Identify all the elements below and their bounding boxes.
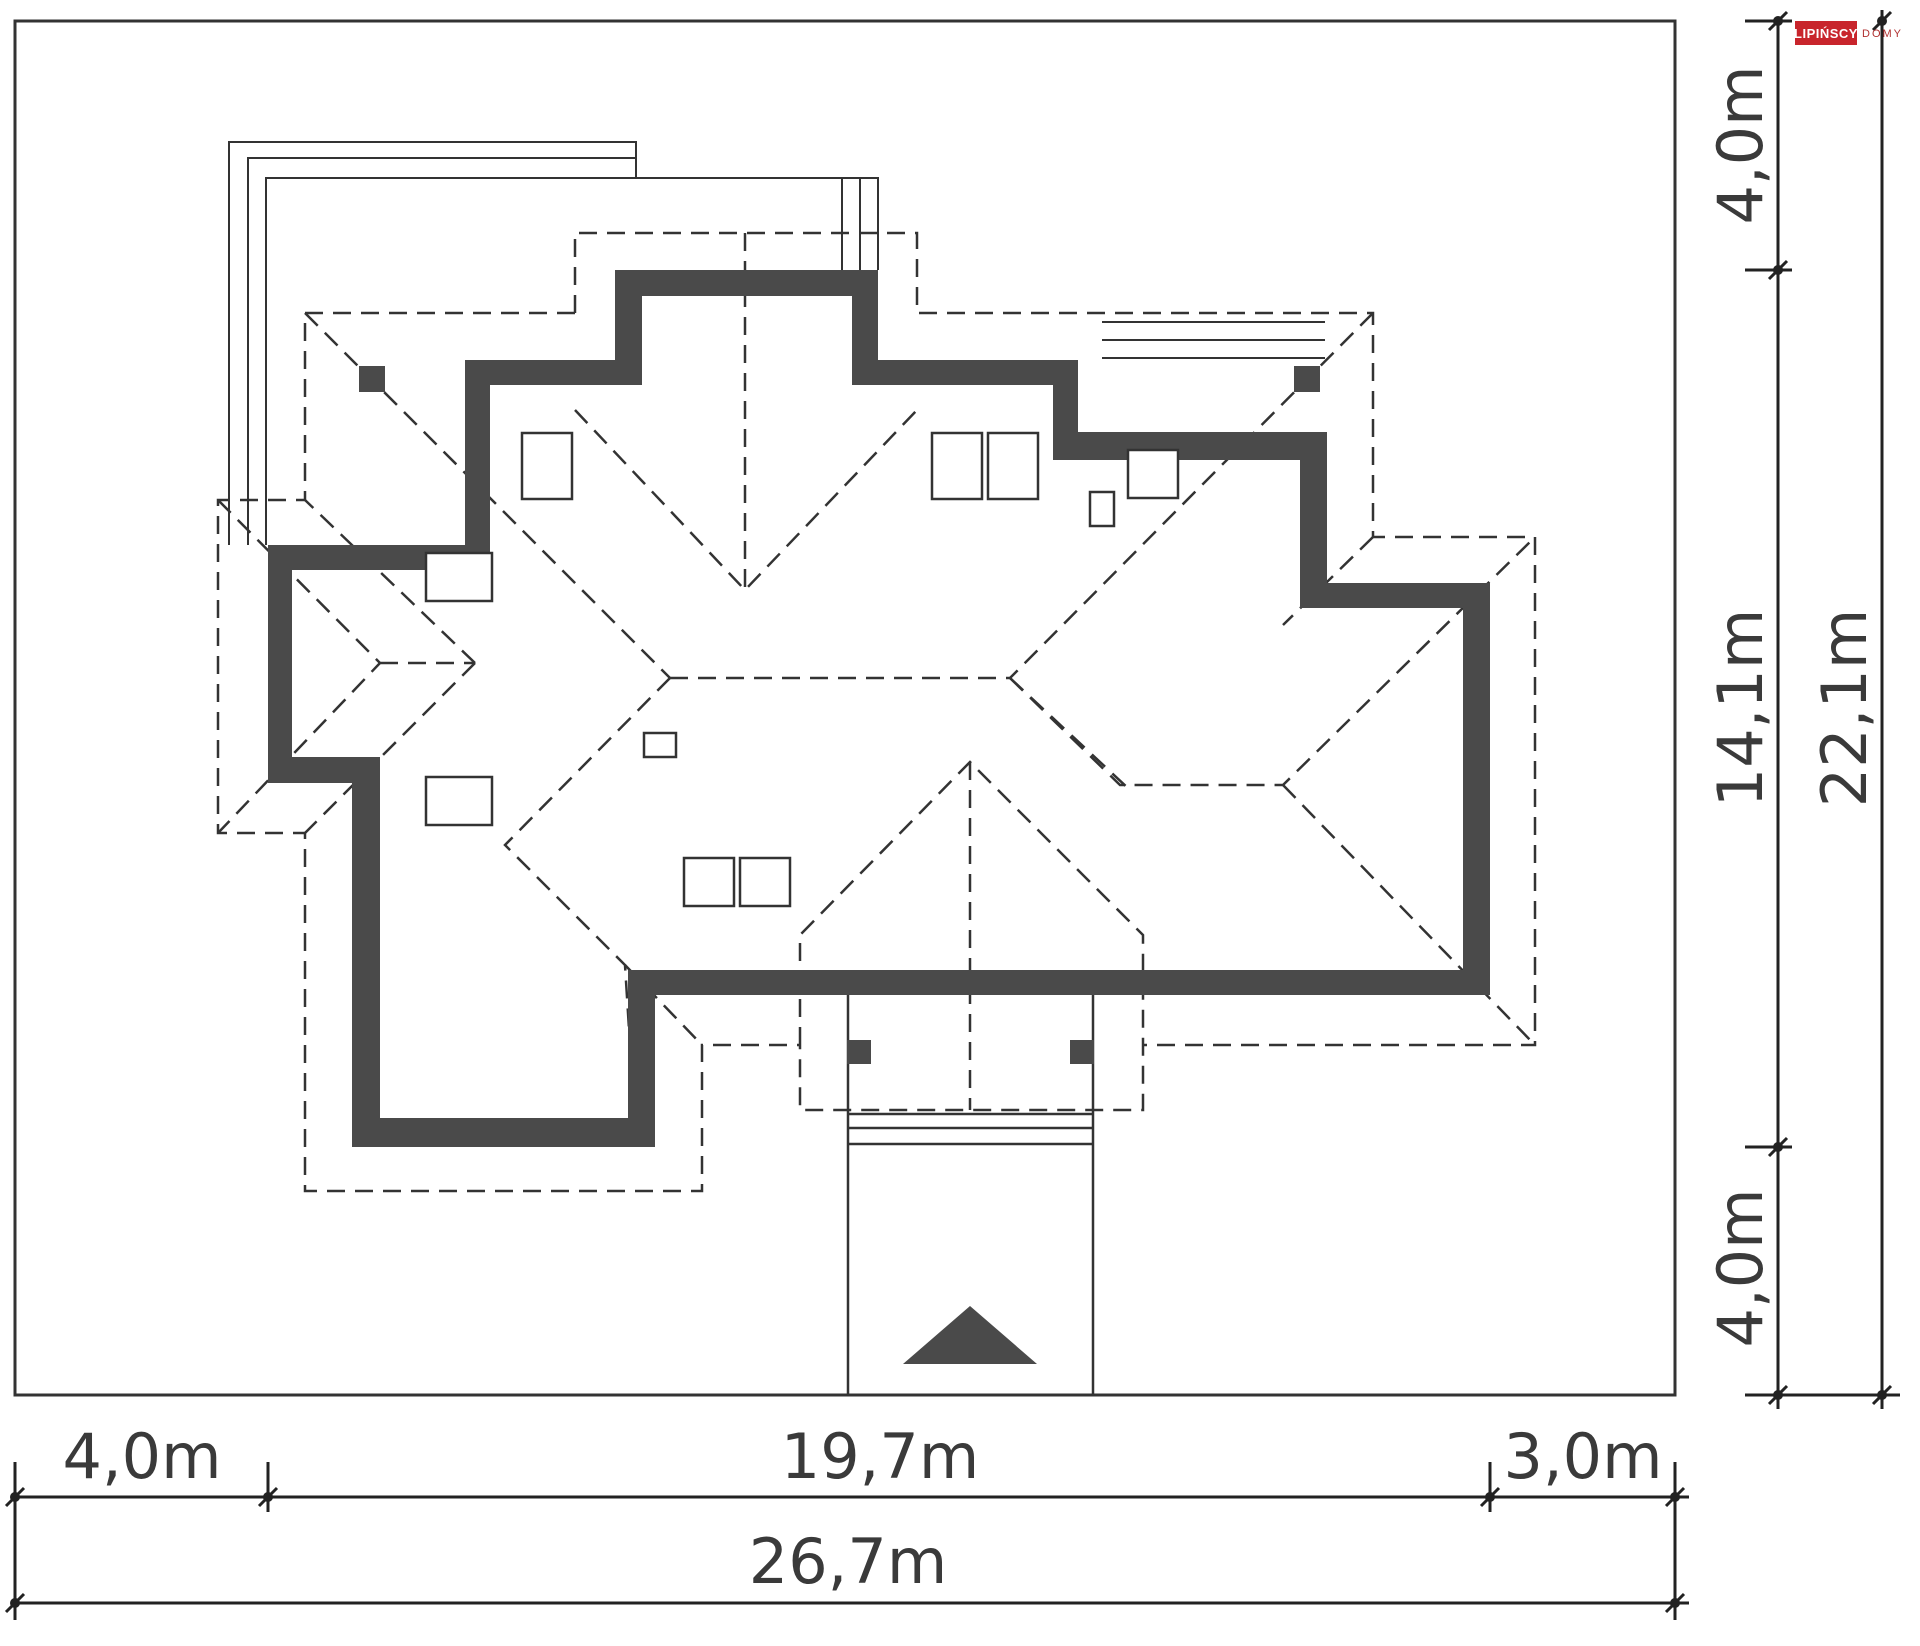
dim-top-setback: 4,0m [1704,66,1777,225]
dimension-lines-right [1745,10,1900,1409]
logo-sub: DOMY [1862,28,1903,40]
roof-ridges [217,312,1536,1046]
dimension-lines-bottom [13,1462,1689,1620]
building-walls [268,270,1490,1147]
logo-brand: LIPIŃSCY [1794,26,1858,41]
dim-bottom-setback: 4,0m [1704,1189,1777,1348]
dim-right-setback: 3,0m [1504,1420,1663,1493]
plot-boundary [13,19,1677,1397]
chimneys [359,366,1320,1064]
dim-building-depth: 14,1m [1704,609,1777,807]
dim-building-width: 19,7m [781,1420,979,1493]
dim-total-width: 26,7m [749,1525,947,1598]
balcony [1102,321,1325,359]
logo-badge [1795,21,1857,45]
dim-left-setback: 4,0m [63,1420,222,1493]
terrace-outline [228,141,879,545]
roof-windows [424,431,1180,908]
brand-logo: LIPIŃSCY DOMY [1794,21,1903,45]
dim-total-depth: 22,1m [1808,609,1881,807]
entrance-arrow-icon [903,1306,1037,1364]
